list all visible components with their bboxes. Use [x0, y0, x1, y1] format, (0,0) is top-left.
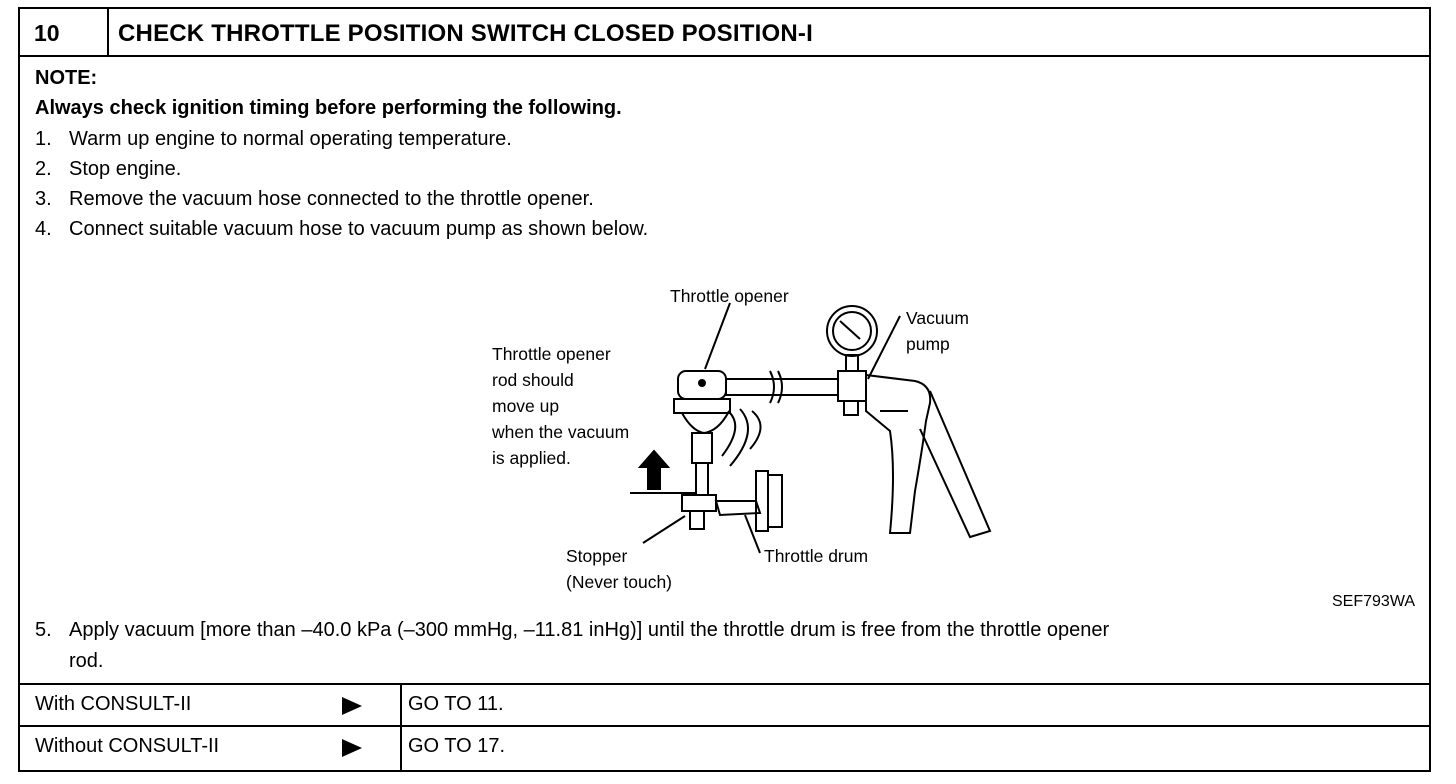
list-item-text: Connect suitable vacuum hose to vacuum p… — [69, 218, 649, 240]
list-item-number: 4. — [35, 218, 52, 240]
inspection-step-table: 10 CHECK THROTTLE POSITION SWITCH CLOSED… — [18, 7, 1431, 772]
list-item-number: 2. — [35, 158, 52, 180]
list-item-number: 1. — [35, 128, 52, 150]
right-triangle-icon — [342, 697, 362, 715]
leader-line — [704, 302, 731, 370]
stopper-plate — [681, 494, 717, 512]
list-item-number: 3. — [35, 188, 52, 210]
leader-line — [744, 514, 761, 554]
vacuum-pump-diagram: Throttle opener Vacuum pump Throttle ope… — [460, 271, 1020, 597]
diagram-drawing — [630, 302, 992, 554]
column-divider — [400, 685, 402, 725]
result-condition: Without CONSULT-II — [35, 735, 220, 757]
note-warning: Always check ignition timing before perf… — [35, 97, 622, 119]
result-row: Without CONSULT-II GO TO 17. — [20, 725, 1429, 771]
label-vacuum-pump: Vacuum — [906, 308, 969, 328]
leader-line — [867, 315, 901, 380]
step-title: CHECK THROTTLE POSITION SWITCH CLOSED PO… — [118, 20, 813, 47]
note-heading: NOTE: — [35, 67, 98, 89]
step-header: 10 CHECK THROTTLE POSITION SWITCH CLOSED… — [20, 9, 1429, 57]
label-stopper-warning: (Never touch) — [566, 572, 673, 592]
header-divider — [107, 9, 109, 55]
pump-handle — [865, 373, 932, 534]
pump-lever — [919, 390, 992, 539]
label-rod-note: is applied. — [492, 448, 571, 468]
opener-rod — [695, 462, 709, 496]
list-item-text: Warm up engine to normal operating tempe… — [69, 128, 512, 150]
label-rod-note: move up — [492, 396, 560, 416]
right-triangle-icon — [342, 739, 362, 757]
list-item-text: Apply vacuum [more than –40.0 kPa (–300 … — [69, 619, 1110, 641]
pump-fitting — [837, 370, 867, 402]
result-action: GO TO 11. — [408, 693, 504, 715]
result-condition: With CONSULT-II — [35, 693, 192, 715]
list-item-number: 5. — [35, 619, 52, 641]
label-vacuum-pump: pump — [906, 334, 950, 354]
throttle-drum — [755, 470, 769, 532]
list-item-text: Remove the vacuum hose connected to the … — [69, 188, 594, 210]
stopper-screw — [689, 510, 705, 530]
opener-stem — [691, 432, 713, 464]
label-rod-note: rod should — [492, 370, 574, 390]
label-throttle-opener: Throttle opener — [670, 286, 789, 306]
label-stopper: Stopper — [566, 546, 628, 566]
figure-code: SEF793WA — [1332, 593, 1415, 610]
leader-line — [642, 515, 686, 544]
result-row: With CONSULT-II GO TO 11. — [20, 683, 1429, 725]
step-number: 10 — [34, 20, 60, 46]
opener-flange — [673, 398, 731, 414]
column-divider — [400, 727, 402, 771]
list-item-text-continued: rod. — [69, 650, 104, 672]
list-item-text: Stop engine. — [69, 158, 182, 180]
result-action: GO TO 17. — [408, 735, 506, 757]
label-throttle-drum: Throttle drum — [764, 546, 869, 566]
up-arrow-icon — [637, 449, 671, 490]
label-rod-note: Throttle opener — [492, 344, 611, 364]
label-rod-note: when the vacuum — [492, 422, 630, 442]
